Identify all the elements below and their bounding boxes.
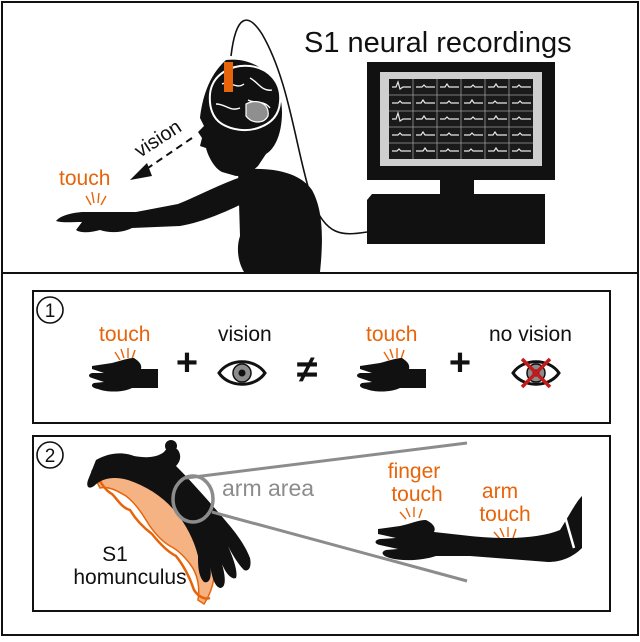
panel-2-number: 2 [45, 446, 56, 467]
panel-1-number-badge [36, 296, 64, 324]
panel-2: 2 arm area S1 homunculus finger touch ar… [32, 435, 611, 612]
panel-2-number-badge [36, 441, 64, 469]
panel-1-touch-label-a: touch [99, 323, 150, 346]
zoom-line-bottom [211, 510, 468, 583]
recording-cable [230, 19, 368, 235]
brain-icon [208, 62, 282, 132]
s1-label-line1: S1 [102, 543, 128, 566]
panel-1-vision-label: vision [218, 323, 272, 346]
figure-title: S1 neural recordings [304, 27, 572, 59]
arm-area-circle [171, 474, 215, 524]
arm-icon [375, 496, 582, 562]
arm-touch-line1: arm [482, 480, 518, 503]
finger-touch-rays [399, 507, 423, 520]
touch-rays-top [85, 191, 107, 206]
panel-1-no-vision-label: no vision [489, 323, 572, 346]
finger-touch-line1: finger [388, 460, 441, 483]
electrode-implant [224, 62, 233, 92]
arm-area-label: arm area [222, 475, 314, 501]
top-panel: S1 neural recordings [56, 19, 572, 272]
hand-icon-b [357, 358, 426, 392]
panel-1: 1 touch + vision ≠ touch + n [32, 290, 611, 424]
panel-1-touch-label-b: touch [366, 323, 417, 346]
eye-icon [217, 360, 267, 386]
plus-sign-b: + [449, 342, 471, 384]
homunculus-icon [87, 440, 251, 606]
panel-1-touch-rays-a [114, 348, 136, 361]
monitor-icon [367, 62, 555, 244]
arm-touch-line2: touch [479, 503, 530, 526]
panel-1-touch-rays-b [383, 348, 405, 361]
hand-icon [89, 358, 158, 392]
panel-1-number: 1 [45, 301, 56, 322]
s1-label-line2: homunculus [73, 566, 186, 589]
crossed-eye-icon [511, 357, 561, 389]
arm-touch-rays [493, 527, 517, 540]
touch-label-top: touch [59, 167, 110, 190]
plus-sign-a: + [176, 342, 198, 384]
vision-arrow [130, 137, 193, 180]
not-equal-sign: ≠ [297, 349, 318, 391]
zoom-line-top [185, 441, 468, 480]
finger-touch-line2: touch [391, 483, 442, 506]
